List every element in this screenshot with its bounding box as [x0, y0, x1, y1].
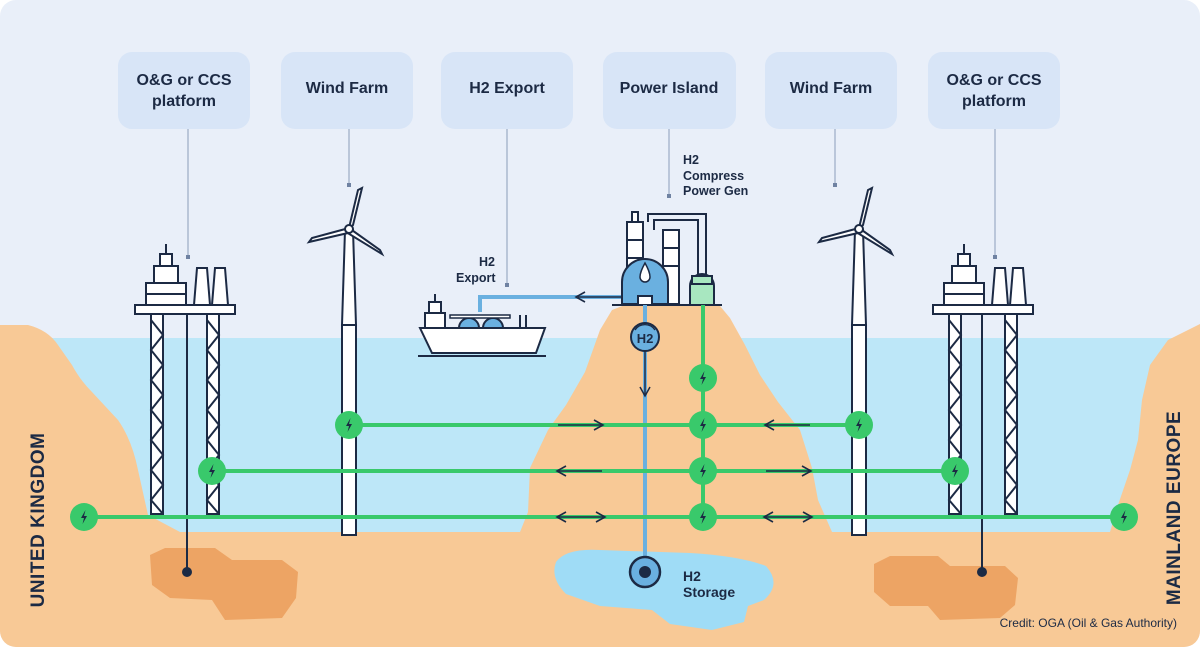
box-oilgas-left: O&G or CCS platform	[118, 52, 250, 129]
power-nodes	[70, 364, 1138, 531]
wellhead-left	[182, 567, 192, 577]
top-label-boxes: O&G or CCS platform Wind Farm H2 Export …	[118, 52, 1060, 129]
ship-note-export: Export	[456, 271, 496, 285]
box-oilgas-left-line2: platform	[152, 93, 216, 110]
ship-note-h2: H2	[479, 255, 495, 269]
power-node	[1110, 503, 1138, 531]
box-power-island: Power Island	[603, 52, 736, 129]
box-windfarm-left: Wind Farm	[281, 52, 413, 129]
note-h2: H2	[683, 153, 699, 167]
box-oilgas-right: O&G or CCS platform	[928, 52, 1060, 129]
power-node	[689, 503, 717, 531]
power-node	[70, 503, 98, 531]
power-node	[941, 457, 969, 485]
h2-compressor-hub: H2	[630, 322, 660, 352]
wellhead-right	[977, 567, 987, 577]
power-node	[845, 411, 873, 439]
h2-storage-well	[628, 555, 662, 589]
storage-label: H2 Storage	[683, 568, 735, 600]
storage-text: Storage	[683, 584, 735, 600]
credit-text: Credit: OGA (Oil & Gas Authority)	[1000, 616, 1177, 630]
box-windfarm-right-label: Wind Farm	[790, 80, 873, 97]
power-node	[689, 364, 717, 392]
hub-h2-label: H2	[637, 331, 654, 346]
h2-export-ship	[418, 294, 547, 357]
leader-lines	[186, 129, 997, 287]
box-oilgas-right-line2: platform	[962, 93, 1026, 110]
ship-note: H2 Export	[456, 255, 496, 285]
box-windfarm-right: Wind Farm	[765, 52, 897, 129]
power-node	[198, 457, 226, 485]
h2-storage-cavern	[554, 549, 774, 630]
box-oilgas-right-line1: O&G or CCS	[946, 72, 1041, 89]
box-h2-export-label: H2 Export	[469, 80, 545, 97]
box-oilgas-left-line1: O&G or CCS	[136, 72, 231, 89]
storage-h2: H2	[683, 568, 701, 584]
power-node	[689, 457, 717, 485]
h2-export-pipe	[478, 291, 626, 312]
power-node	[689, 411, 717, 439]
note-compress: Compress	[683, 169, 744, 183]
box-power-island-label: Power Island	[620, 80, 719, 97]
power-island-plant	[612, 211, 722, 306]
mainland-europe-label: MAINLAND EUROPE	[1164, 411, 1185, 605]
flow-arrows	[555, 419, 814, 523]
note-power-gen: Power Gen	[683, 184, 748, 198]
united-kingdom-label: UNITED KINGDOM	[28, 433, 49, 608]
power-node	[335, 411, 363, 439]
box-windfarm-left-label: Wind Farm	[306, 80, 389, 97]
power-island-note: H2 Compress Power Gen	[683, 153, 748, 198]
box-h2-export: H2 Export	[441, 52, 573, 129]
